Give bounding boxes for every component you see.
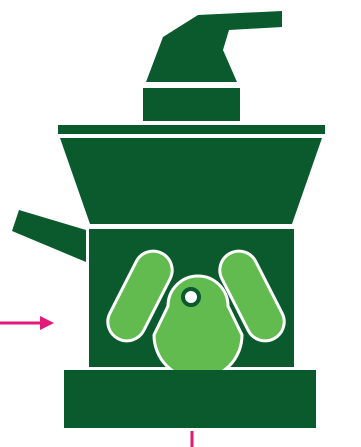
spout-neck <box>143 88 240 121</box>
rotor-blade-right <box>218 249 286 343</box>
side-inlet-pipe <box>12 210 86 262</box>
lid-plate <box>58 125 325 134</box>
rotor-assembly <box>106 249 286 381</box>
hopper <box>60 138 322 224</box>
inlet-arrow-head <box>40 316 54 330</box>
spout-nozzle <box>146 11 282 82</box>
inlet-arrow <box>0 316 54 330</box>
spout <box>143 11 282 121</box>
rotor-blade-left <box>106 249 174 343</box>
rotor-hub <box>181 287 201 307</box>
base <box>64 370 316 428</box>
